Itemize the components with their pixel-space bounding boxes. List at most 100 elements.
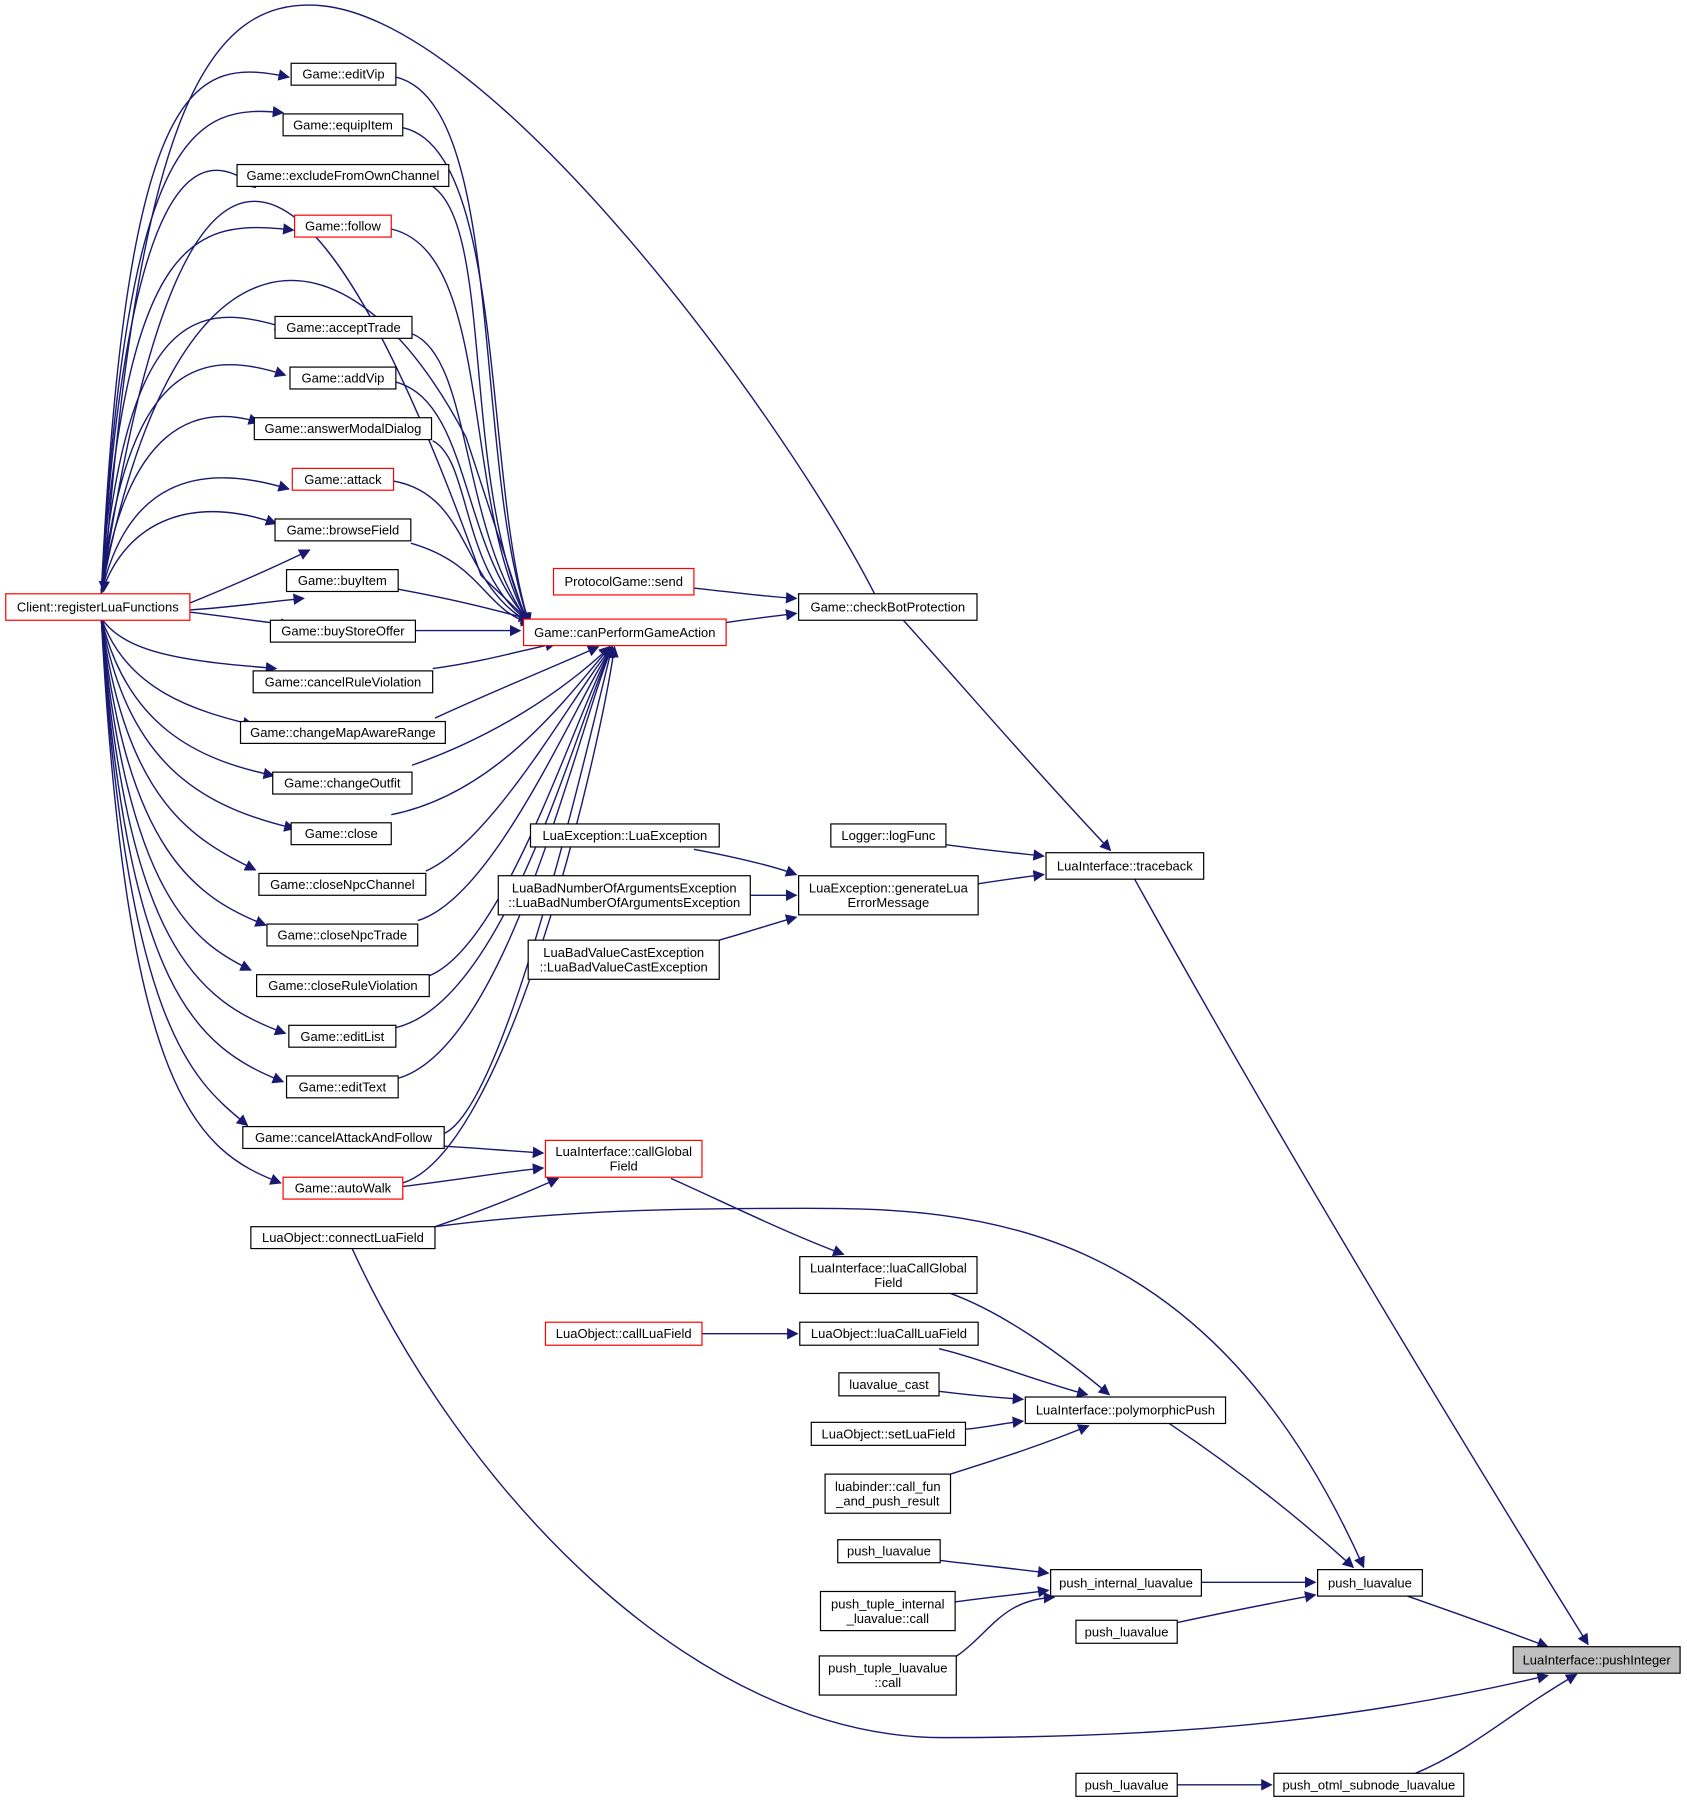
node-can-perform-game-action[interactable]: Game::canPerformGameAction [522, 618, 727, 647]
node-edit-text[interactable]: Game::editText [285, 1075, 399, 1099]
node-box[interactable] [5, 593, 191, 621]
node-box[interactable] [529, 823, 720, 848]
node-box[interactable] [544, 1139, 703, 1178]
node-box[interactable] [282, 1176, 404, 1200]
node-box[interactable] [266, 923, 419, 947]
node-edit-vip[interactable]: Game::editVip [290, 62, 397, 86]
node-close-npc-channel[interactable]: Game::closeNpcChannel [258, 872, 427, 896]
node-box[interactable] [289, 366, 397, 390]
node-edit-list[interactable]: Game::editList [288, 1024, 397, 1048]
node-cancel-rule-violation[interactable]: Game::cancelRuleViolation [252, 670, 434, 694]
node-box[interactable] [810, 1421, 967, 1446]
node-push-luavalue-main[interactable]: push_luavalue [1317, 1569, 1423, 1597]
node-box[interactable] [272, 771, 413, 795]
node-call-lua-field[interactable]: LuaObject::callLuaField [544, 1321, 703, 1346]
node-push-luavalue-b[interactable]: push_luavalue [1075, 1619, 1178, 1644]
node-box[interactable] [819, 1590, 956, 1632]
node-box[interactable] [544, 1321, 703, 1346]
node-push-internal-luavalue[interactable]: push_internal_luavalue [1050, 1569, 1202, 1597]
node-box[interactable] [250, 1226, 436, 1250]
node-box[interactable] [798, 593, 978, 621]
node-box[interactable] [838, 1372, 940, 1397]
node-luavalue-cast[interactable]: luavalue_cast [838, 1372, 940, 1397]
node-box[interactable] [799, 1256, 978, 1295]
node-box[interactable] [274, 315, 413, 339]
node-call-fun-and-push[interactable]: luabinder::call_fun_and_push_result [824, 1473, 952, 1514]
node-box[interactable] [837, 1539, 941, 1564]
node-box[interactable] [274, 518, 412, 542]
node-box[interactable] [1045, 852, 1205, 880]
node-lua-call-lua-field[interactable]: LuaObject::luaCallLuaField [799, 1321, 979, 1346]
node-push-otml-subnode[interactable]: push_otml_subnode_luavalue [1273, 1772, 1465, 1797]
node-change-map-aware-range[interactable]: Game::changeMapAwareRange [239, 720, 446, 744]
node-log-func[interactable]: Logger::logFunc [830, 823, 947, 848]
node-register-lua-functions[interactable]: Client::registerLuaFunctions [5, 593, 191, 621]
node-attack[interactable]: Game::attack [291, 467, 395, 491]
node-box[interactable] [799, 1321, 979, 1346]
node-box[interactable] [291, 467, 395, 491]
node-box[interactable] [290, 62, 397, 86]
node-polymorphic-push[interactable]: LuaInterface::polymorphicPush [1024, 1396, 1227, 1425]
node-follow[interactable]: Game::follow [293, 214, 392, 238]
node-equip-item[interactable]: Game::equipItem [282, 113, 404, 137]
node-traceback[interactable]: LuaInterface::traceback [1045, 852, 1205, 880]
node-push-integer[interactable]: LuaInterface::pushInteger [1512, 1646, 1681, 1674]
node-push-tuple-internal[interactable]: push_tuple_internal_luavalue::call [819, 1590, 956, 1632]
node-box[interactable] [1075, 1619, 1178, 1644]
node-box[interactable] [242, 1125, 445, 1150]
node-box[interactable] [1512, 1646, 1681, 1674]
node-cancel-attack-and-follow[interactable]: Game::cancelAttackAndFollow [242, 1125, 445, 1150]
node-box[interactable] [285, 569, 399, 593]
node-box[interactable] [239, 720, 446, 744]
node-answer-modal-dialog[interactable]: Game::answerModalDialog [253, 417, 433, 441]
node-push-tuple-luavalue[interactable]: push_tuple_luavalue::call [818, 1655, 957, 1696]
node-accept-trade[interactable]: Game::acceptTrade [274, 315, 413, 339]
node-box[interactable] [798, 875, 979, 916]
node-box[interactable] [288, 1024, 397, 1048]
node-box[interactable] [1050, 1569, 1202, 1597]
node-set-lua-field[interactable]: LuaObject::setLuaField [810, 1421, 967, 1446]
node-close[interactable]: Game::close [290, 822, 392, 846]
node-connect-lua-field[interactable]: LuaObject::connectLuaField [250, 1226, 436, 1250]
node-add-vip[interactable]: Game::addVip [289, 366, 397, 390]
node-push-luavalue-a[interactable]: push_luavalue [837, 1539, 941, 1564]
node-box[interactable] [1075, 1772, 1178, 1797]
node-box[interactable] [282, 113, 404, 137]
node-browse-field[interactable]: Game::browseField [274, 518, 412, 542]
node-box[interactable] [256, 974, 430, 998]
node-box[interactable] [824, 1473, 952, 1514]
node-close-npc-trade[interactable]: Game::closeNpcTrade [266, 923, 419, 947]
node-box[interactable] [252, 670, 434, 694]
node-box[interactable] [290, 822, 392, 846]
node-box[interactable] [293, 214, 392, 238]
node-check-bot-protection[interactable]: Game::checkBotProtection [798, 593, 978, 621]
node-box[interactable] [285, 1075, 399, 1099]
node-box[interactable] [552, 567, 695, 596]
node-box[interactable] [522, 618, 727, 647]
node-box[interactable] [818, 1655, 957, 1696]
node-exclude-from-own-channel[interactable]: Game::excludeFromOwnChannel [236, 163, 450, 188]
node-buy-store-offer[interactable]: Game::buyStoreOffer [269, 619, 417, 643]
node-box[interactable] [497, 875, 751, 916]
node-lua-bad-number-of-args[interactable]: LuaBadNumberOfArgumentsException::LuaBad… [497, 875, 751, 916]
node-lua-exception[interactable]: LuaException::LuaException [529, 823, 720, 848]
node-box[interactable] [1317, 1569, 1423, 1597]
node-box[interactable] [527, 939, 720, 980]
node-box[interactable] [258, 872, 427, 896]
node-box[interactable] [1024, 1396, 1227, 1425]
node-push-luavalue-c[interactable]: push_luavalue [1075, 1772, 1178, 1797]
node-buy-item[interactable]: Game::buyItem [285, 569, 399, 593]
node-close-rule-violation[interactable]: Game::closeRuleViolation [256, 974, 430, 998]
node-box[interactable] [830, 823, 947, 848]
node-lua-bad-value-cast[interactable]: LuaBadValueCastException::LuaBadValueCas… [527, 939, 720, 980]
node-box[interactable] [269, 619, 417, 643]
node-change-outfit[interactable]: Game::changeOutfit [272, 771, 413, 795]
node-box[interactable] [253, 417, 433, 441]
node-box[interactable] [1273, 1772, 1465, 1797]
node-box[interactable] [236, 163, 450, 188]
node-auto-walk[interactable]: Game::autoWalk [282, 1176, 404, 1200]
node-protocol-send[interactable]: ProtocolGame::send [552, 567, 695, 596]
